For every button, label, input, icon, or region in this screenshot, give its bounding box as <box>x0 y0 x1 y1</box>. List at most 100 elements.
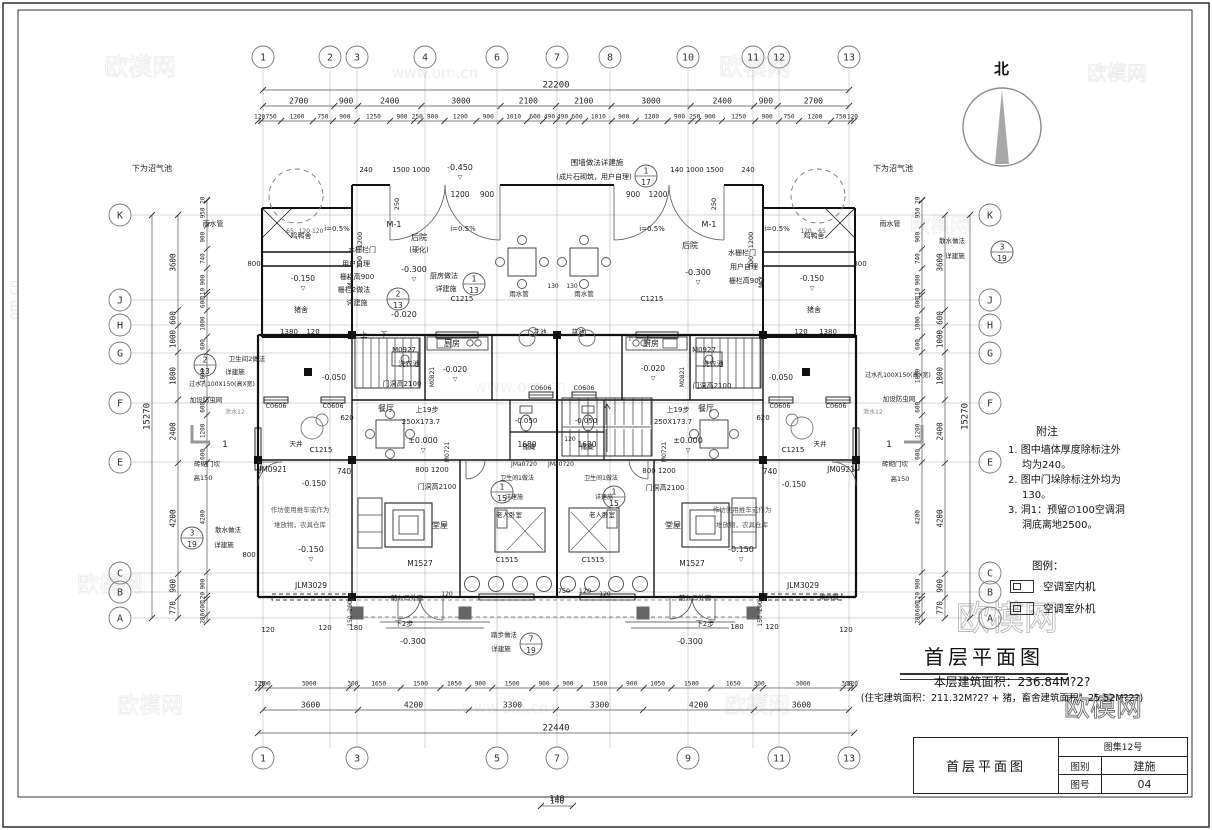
annotation-text: M1527 <box>679 559 705 568</box>
annotation-text: 740 <box>915 253 922 264</box>
annotation-text: 900 <box>704 114 715 121</box>
annotation-text: (硬化) <box>409 245 429 254</box>
annotation-text: 上 <box>361 330 368 339</box>
annotation-text: 600 <box>915 402 922 413</box>
annotation-text: 2 <box>327 53 333 64</box>
annotation-text: 作坊使用推车或作为 <box>713 505 772 514</box>
annotation-text: 栅栏高900 <box>340 272 374 281</box>
annotation-text: 1200 <box>453 114 468 121</box>
annotation-text: 详建施 <box>945 251 965 260</box>
annotation-text: 600 <box>915 601 922 612</box>
annotation-text: 13 <box>843 53 855 64</box>
annotation-text: ▽ <box>458 174 463 181</box>
annotation-text: 2100 <box>519 97 538 106</box>
annotation-text: 雨水管 <box>203 219 224 228</box>
annotation-text: 3000 <box>641 97 660 106</box>
annotation-text: 高150 <box>891 474 910 483</box>
annotation-text: 围墙做法详建施 <box>571 157 624 167</box>
annotation-text: 1500 <box>413 681 428 688</box>
annotation-text: 740 <box>200 253 207 264</box>
annotation-text: C0606 <box>769 402 790 410</box>
annotation-text: 150 <box>757 615 764 627</box>
annotation-text: 下为沼气池 <box>132 163 172 173</box>
annotation-text: JLM3029 <box>294 581 327 590</box>
annotation-text: 3000 <box>302 681 317 688</box>
annotation-text: 作坊使用推车或作为 <box>271 505 330 514</box>
annotation-text: 900 <box>538 681 549 688</box>
annotation-text: 天井 <box>290 439 304 448</box>
watermark-text: 欧模网 <box>724 694 790 719</box>
annotation-text: 水栅栏门 <box>728 248 756 257</box>
annotation-text: C0606 <box>825 402 846 410</box>
annotation-text: 4 <box>422 53 428 64</box>
annotation-text: 1010 <box>506 114 521 121</box>
annotation-text: 19 <box>526 646 536 655</box>
annotation-text: 900 <box>339 97 354 106</box>
annotation-text: 250X173.7 <box>402 418 440 426</box>
annotation-text: 1 <box>260 754 266 765</box>
watermark-text: 欧模网 <box>117 694 183 719</box>
title-underline <box>900 677 1068 680</box>
annotation-text: 上19步 <box>667 405 690 414</box>
annotation-text: 上 <box>645 333 652 342</box>
annotation-text: 140 <box>549 794 564 803</box>
annotation-text: 下为沼气池 <box>873 163 913 173</box>
annotation-text: 1000 <box>915 316 922 331</box>
annotation-text: 详建施 <box>505 493 523 501</box>
annotation-text: 1050 <box>447 681 462 688</box>
annotation-text: 门洞高2100 <box>693 381 732 390</box>
annotation-text: 4200 <box>915 510 922 525</box>
annotation-text: 1650 <box>726 681 741 688</box>
annotation-text: i=0.5% <box>450 225 476 233</box>
annotation-text: -0.020 <box>443 365 467 374</box>
annotation-text: 120 <box>599 591 611 598</box>
annotation-text: 1 <box>472 275 477 284</box>
annotation-text: 1380 <box>819 328 837 336</box>
annotation-text: JM0921 <box>258 465 287 474</box>
annotation-text: 900 <box>618 114 629 121</box>
annotation-text: E <box>117 458 123 469</box>
annotation-text: C0606 <box>265 402 286 410</box>
annotation-text: 老人卧室 <box>496 510 523 519</box>
annotation-text: 770 <box>936 601 945 615</box>
annotation-text: 120 <box>915 592 922 603</box>
annotation-text: 厨房做法 <box>430 271 458 280</box>
annotation-text: M0821 <box>429 367 436 388</box>
annotation-text: 花池 <box>572 327 586 336</box>
annotation-text: ±0.000 <box>408 436 438 445</box>
annotation-text: 120 <box>441 591 453 598</box>
annotation-text: 1050 <box>650 681 665 688</box>
windows <box>254 331 860 601</box>
annotation-text: 110 <box>915 288 922 299</box>
annotation-text: 2100 <box>574 97 593 106</box>
title-block-right: 图集12号 图别 建施 图号 04 <box>1058 738 1187 794</box>
annotation-text: 900 <box>200 231 207 242</box>
annotation-text: 9 <box>685 754 691 765</box>
ac-outdoor-unit-icon <box>1010 602 1034 615</box>
annotation-text: 1250 <box>366 114 381 121</box>
annotation-text: 11 <box>747 53 759 64</box>
annotation-text: 19 <box>997 254 1007 263</box>
annotation-text: 下 <box>627 334 634 342</box>
annotation-text: JMa0720 <box>510 461 537 468</box>
annotation-text: M0721 <box>661 442 668 463</box>
title-block: 首层平面图 图集12号 图别 建施 图号 04 <box>913 737 1188 794</box>
annotation-text: 3600 <box>792 701 811 710</box>
annotation-text: 120 <box>254 114 265 121</box>
annotation-text: 770 <box>169 601 178 615</box>
annotation-text: 300 <box>260 681 271 688</box>
watermark-text: 欧模网 <box>1064 693 1142 723</box>
annotation-text: 2400 <box>380 97 399 106</box>
annotation-text: JMa0720 <box>547 461 574 468</box>
annotation-text: 1200 <box>290 114 305 121</box>
annotation-text: M-2 <box>757 276 765 288</box>
grid-axes <box>132 70 983 748</box>
furniture <box>190 168 924 553</box>
annotation-text: JLM3029 <box>786 581 819 590</box>
annotation-text: 泄水12 <box>863 408 883 416</box>
annotation-text: 1500 1000 <box>392 166 430 174</box>
notes-title: 附注 <box>1036 425 1058 438</box>
annotation-text: 餐厅 <box>378 404 394 413</box>
